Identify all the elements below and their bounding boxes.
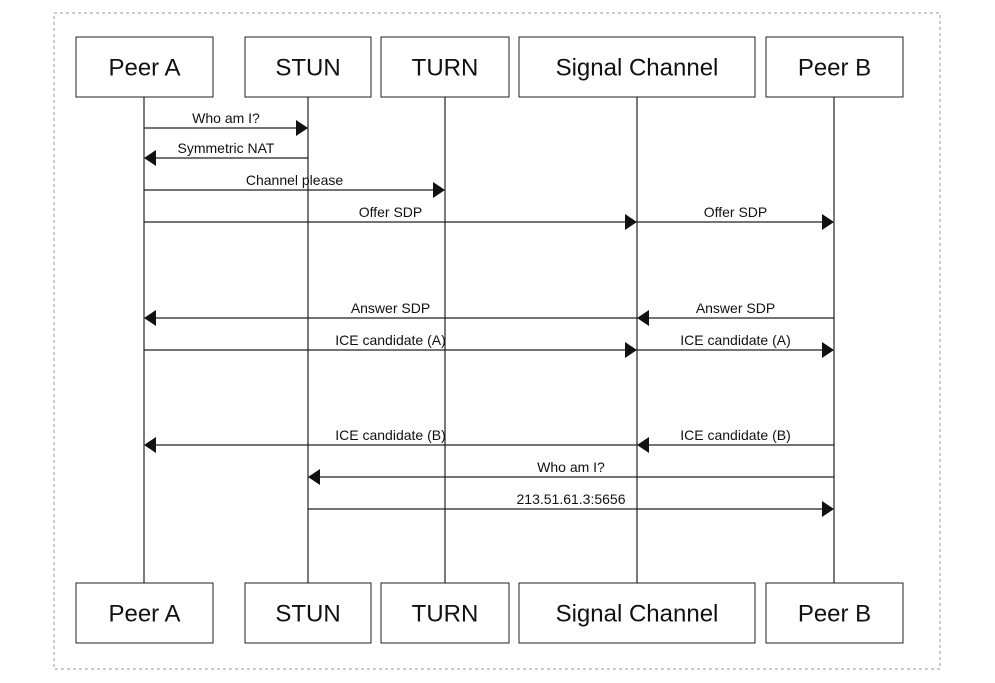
participant-box [75,36,214,98]
participant-label: Signal Channel [556,601,719,628]
participant-label: Peer B [798,55,871,82]
participant-label: Signal Channel [556,55,719,82]
message-10: ICE candidate (B) [637,427,834,453]
arrowhead [637,310,649,326]
message-label: Who am I? [537,459,605,475]
participant-label: TURN [412,601,479,628]
participant-bottom-peer_b: Peer B [765,582,904,644]
arrowhead [625,342,637,358]
participant-label: Peer A [108,55,180,82]
participant-label: Peer A [108,601,180,628]
diagram-frame [53,12,941,670]
participant-bottom-signal: Signal Channel [518,582,756,644]
participant-top-turn: TURN [380,36,510,98]
participant-bottom-turn: TURN [380,582,510,644]
participant-box [765,36,904,98]
participant-boxes: Peer A Peer A STUN STUN TURN TURN Signal Chann… [75,36,904,644]
participant-bottom-peer_a: Peer A [75,582,214,644]
message-7: ICE candidate (A) [144,332,637,358]
arrowhead [822,214,834,230]
message-label: Offer SDP [704,204,768,220]
message-12: 213.51.61.3:5656 [308,491,834,517]
message-label: ICE candidate (B) [335,427,446,443]
message-label: Who am I? [192,110,260,126]
message-8: ICE candidate (A) [637,332,834,358]
message-label: Answer SDP [351,300,430,316]
participant-box [765,582,904,644]
message-3: Offer SDP [144,204,637,230]
message-1: Symmetric NAT [144,140,308,166]
participant-box [380,36,510,98]
arrowhead [144,150,156,166]
participant-top-stun: STUN [244,36,372,98]
message-0: Who am I? [144,110,308,136]
message-label: ICE candidate (B) [680,427,791,443]
message-label: Answer SDP [696,300,775,316]
message-label: Symmetric NAT [178,140,275,156]
participant-label: TURN [412,55,479,82]
message-label: 213.51.61.3:5656 [517,491,626,507]
participant-box [380,582,510,644]
participant-box [244,36,372,98]
arrowhead [144,437,156,453]
lifelines [143,97,835,583]
participant-top-peer_a: Peer A [75,36,214,98]
participant-label: STUN [275,55,340,82]
participant-top-signal: Signal Channel [518,36,756,98]
message-6: Answer SDP [637,300,834,326]
participant-box [244,582,372,644]
arrowhead [637,437,649,453]
participant-top-peer_b: Peer B [765,36,904,98]
message-label: Channel please [246,172,344,188]
participant-label: Peer B [798,601,871,628]
message-11: Who am I? [308,459,834,485]
message-label: ICE candidate (A) [335,332,446,348]
participant-label: STUN [275,601,340,628]
arrowhead [822,501,834,517]
arrowhead [822,342,834,358]
message-label: Offer SDP [359,204,423,220]
messages: Who am I? Symmetric NAT Channel pleaseOffe… [144,110,834,517]
participant-box [518,36,756,98]
message-9: ICE candidate (B) [144,427,637,453]
arrowhead [433,182,445,198]
arrowhead [144,310,156,326]
message-2: Channel please [144,172,445,198]
message-5: Answer SDP [144,300,637,326]
participant-bottom-stun: STUN [244,582,372,644]
message-4: Offer SDP [637,204,834,230]
arrowhead [625,214,637,230]
arrowhead [308,469,320,485]
participant-box [75,582,214,644]
message-label: ICE candidate (A) [680,332,791,348]
participant-box [518,582,756,644]
arrowhead [296,120,308,136]
